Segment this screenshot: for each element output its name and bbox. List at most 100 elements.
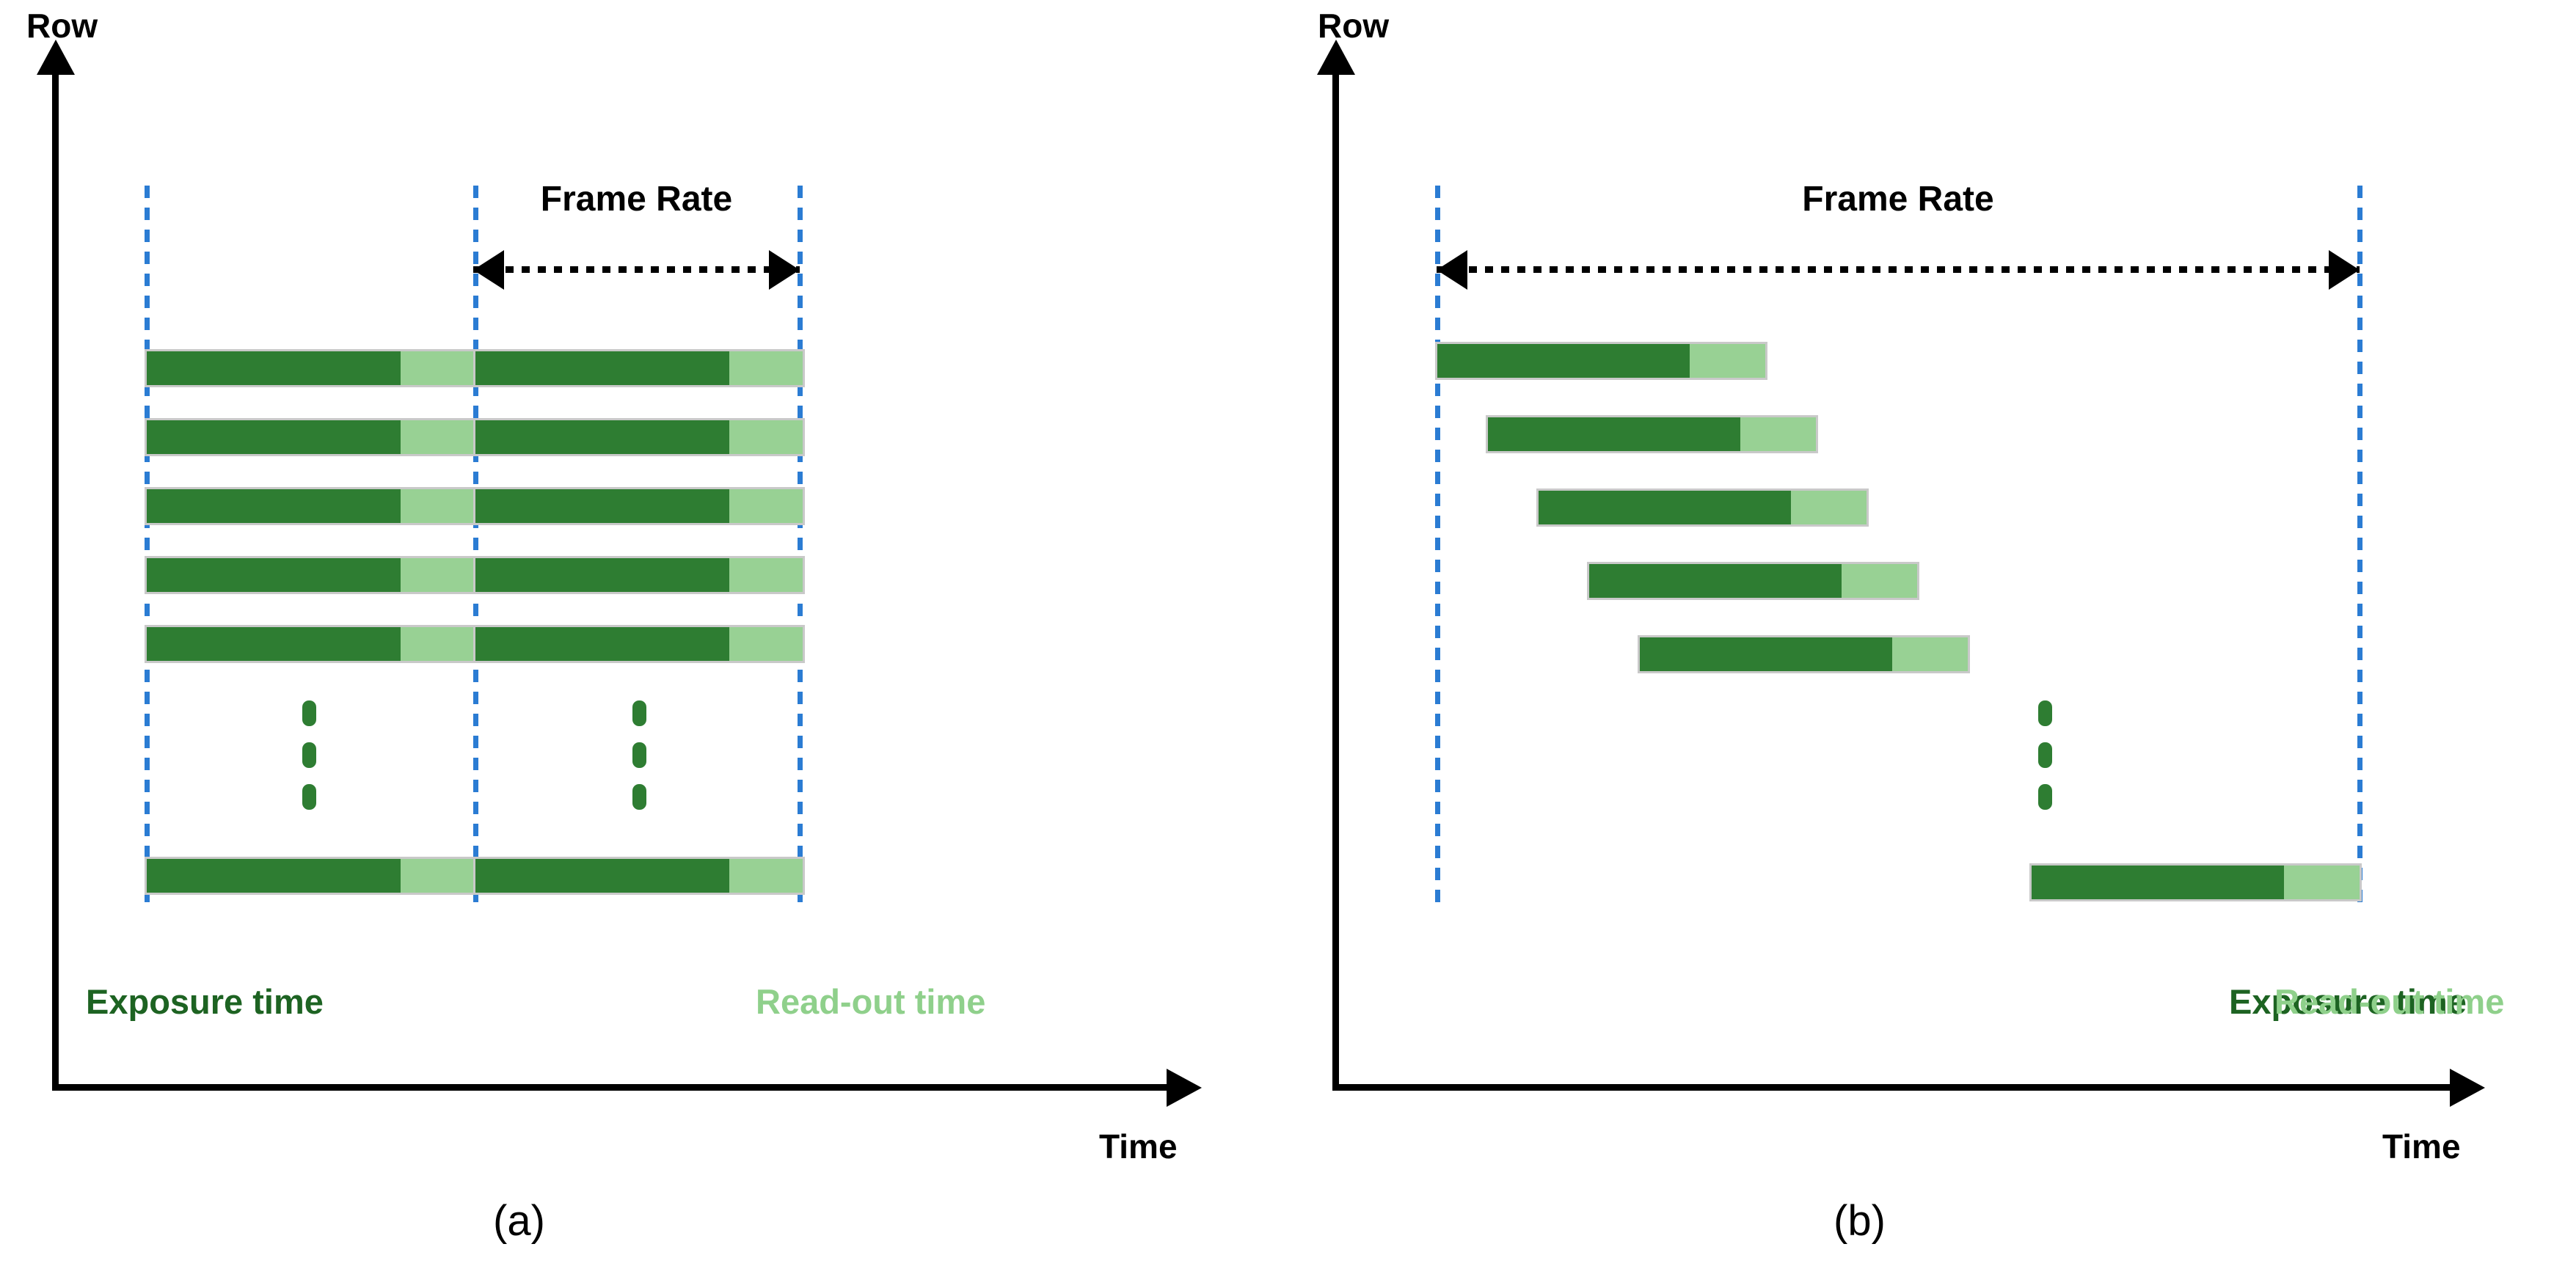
readout-time-legend: Read-out time <box>756 982 986 1021</box>
timing-bar <box>473 487 805 525</box>
readout-segment <box>401 489 474 523</box>
panel-caption: (a) <box>493 1197 545 1245</box>
ellipsis-dot-icon <box>302 742 316 768</box>
exposure-segment <box>1488 417 1740 451</box>
ellipsis-dot-icon <box>302 784 316 810</box>
exposure-segment <box>1589 564 1842 598</box>
ellipsis-dot-icon <box>632 700 646 726</box>
time-axis-line <box>52 1084 1168 1091</box>
readout-segment <box>1740 417 1816 451</box>
readout-segment <box>2284 866 2360 899</box>
exposure-time-legend: Exposure time <box>86 982 324 1021</box>
arrow-left-icon <box>1437 250 1467 290</box>
readout-segment <box>729 351 803 385</box>
exposure-segment <box>147 859 401 893</box>
readout-segment <box>401 627 474 661</box>
exposure-segment <box>147 489 401 523</box>
exposure-segment <box>2032 866 2284 899</box>
exposure-segment <box>147 558 401 592</box>
timing-bar <box>2029 863 2362 901</box>
arrow-right-icon <box>769 250 800 290</box>
readout-segment <box>1690 344 1765 378</box>
frame-rate-label: Frame Rate <box>1802 180 1994 219</box>
readout-segment <box>729 859 803 893</box>
ellipsis-dot-icon <box>2038 742 2052 768</box>
readout-segment <box>729 558 803 592</box>
timing-bar <box>473 418 805 456</box>
frame-rate-dotted-line <box>473 266 800 273</box>
timing-bar <box>1536 489 1869 527</box>
readout-time-legend: Read-out time <box>2274 982 2505 1021</box>
timing-bar <box>473 349 805 387</box>
readout-segment <box>401 558 474 592</box>
arrow-right-icon <box>2329 250 2360 290</box>
exposure-segment <box>147 627 401 661</box>
readout-segment <box>1892 637 1968 671</box>
exposure-segment <box>475 420 729 454</box>
ellipsis-dot-icon <box>2038 700 2052 726</box>
vertical-ellipsis-icon <box>632 700 646 810</box>
exposure-segment <box>147 351 401 385</box>
readout-segment <box>401 859 474 893</box>
exposure-segment <box>1539 491 1791 524</box>
ellipsis-dot-icon <box>632 784 646 810</box>
timing-bar <box>145 625 476 663</box>
frame-boundary-guide <box>145 186 150 908</box>
vertical-ellipsis-icon <box>2038 700 2052 810</box>
row-axis-line <box>52 73 59 1091</box>
readout-segment <box>729 627 803 661</box>
timing-bar <box>145 857 476 895</box>
row-axis-line <box>1332 73 1339 1091</box>
frame-rate-measure <box>1437 248 2360 292</box>
exposure-segment <box>475 558 729 592</box>
time-axis-arrow-icon <box>2450 1068 2485 1107</box>
timing-bar <box>1486 415 1818 453</box>
readout-segment <box>401 420 474 454</box>
frame-rate-dotted-line <box>1437 266 2360 273</box>
readout-segment <box>1842 564 1917 598</box>
readout-segment <box>401 351 474 385</box>
time-axis-line <box>1332 1084 2451 1091</box>
timing-bar <box>473 625 805 663</box>
exposure-segment <box>475 489 729 523</box>
timing-bar <box>145 487 476 525</box>
exposure-segment <box>1437 344 1690 378</box>
row-axis-label: Row <box>26 7 98 45</box>
time-axis-arrow-icon <box>1167 1068 1202 1107</box>
exposure-segment <box>1640 637 1892 671</box>
ellipsis-dot-icon <box>2038 784 2052 810</box>
panel-caption: (b) <box>1834 1197 1886 1245</box>
frame-rate-label: Frame Rate <box>540 180 733 219</box>
exposure-segment <box>147 420 401 454</box>
timing-bar <box>473 857 805 895</box>
exposure-segment <box>475 351 729 385</box>
frame-boundary-guide <box>473 186 478 908</box>
ellipsis-dot-icon <box>632 742 646 768</box>
frame-boundary-guide <box>2357 186 2362 908</box>
ellipsis-dot-icon <box>302 700 316 726</box>
readout-segment <box>729 489 803 523</box>
timing-bar <box>145 556 476 594</box>
frame-rate-measure <box>473 248 800 292</box>
time-axis-label: Time <box>1099 1127 1178 1166</box>
timing-bar <box>473 556 805 594</box>
timing-bar <box>145 418 476 456</box>
row-axis-arrow-icon <box>36 40 75 75</box>
row-axis-arrow-icon <box>1316 40 1355 75</box>
exposure-time-legend: Exposure time <box>2229 982 2467 1021</box>
timing-bar <box>145 349 476 387</box>
vertical-ellipsis-icon <box>302 700 316 810</box>
frame-boundary-guide <box>1435 186 1440 908</box>
timing-bar <box>1638 635 1970 673</box>
frame-boundary-guide <box>798 186 803 908</box>
exposure-segment <box>475 859 729 893</box>
exposure-segment <box>475 627 729 661</box>
readout-segment <box>729 420 803 454</box>
time-axis-label: Time <box>2382 1127 2461 1166</box>
arrow-left-icon <box>473 250 504 290</box>
timing-bar <box>1435 342 1767 380</box>
timing-bar <box>1587 562 1919 600</box>
readout-segment <box>1791 491 1867 524</box>
